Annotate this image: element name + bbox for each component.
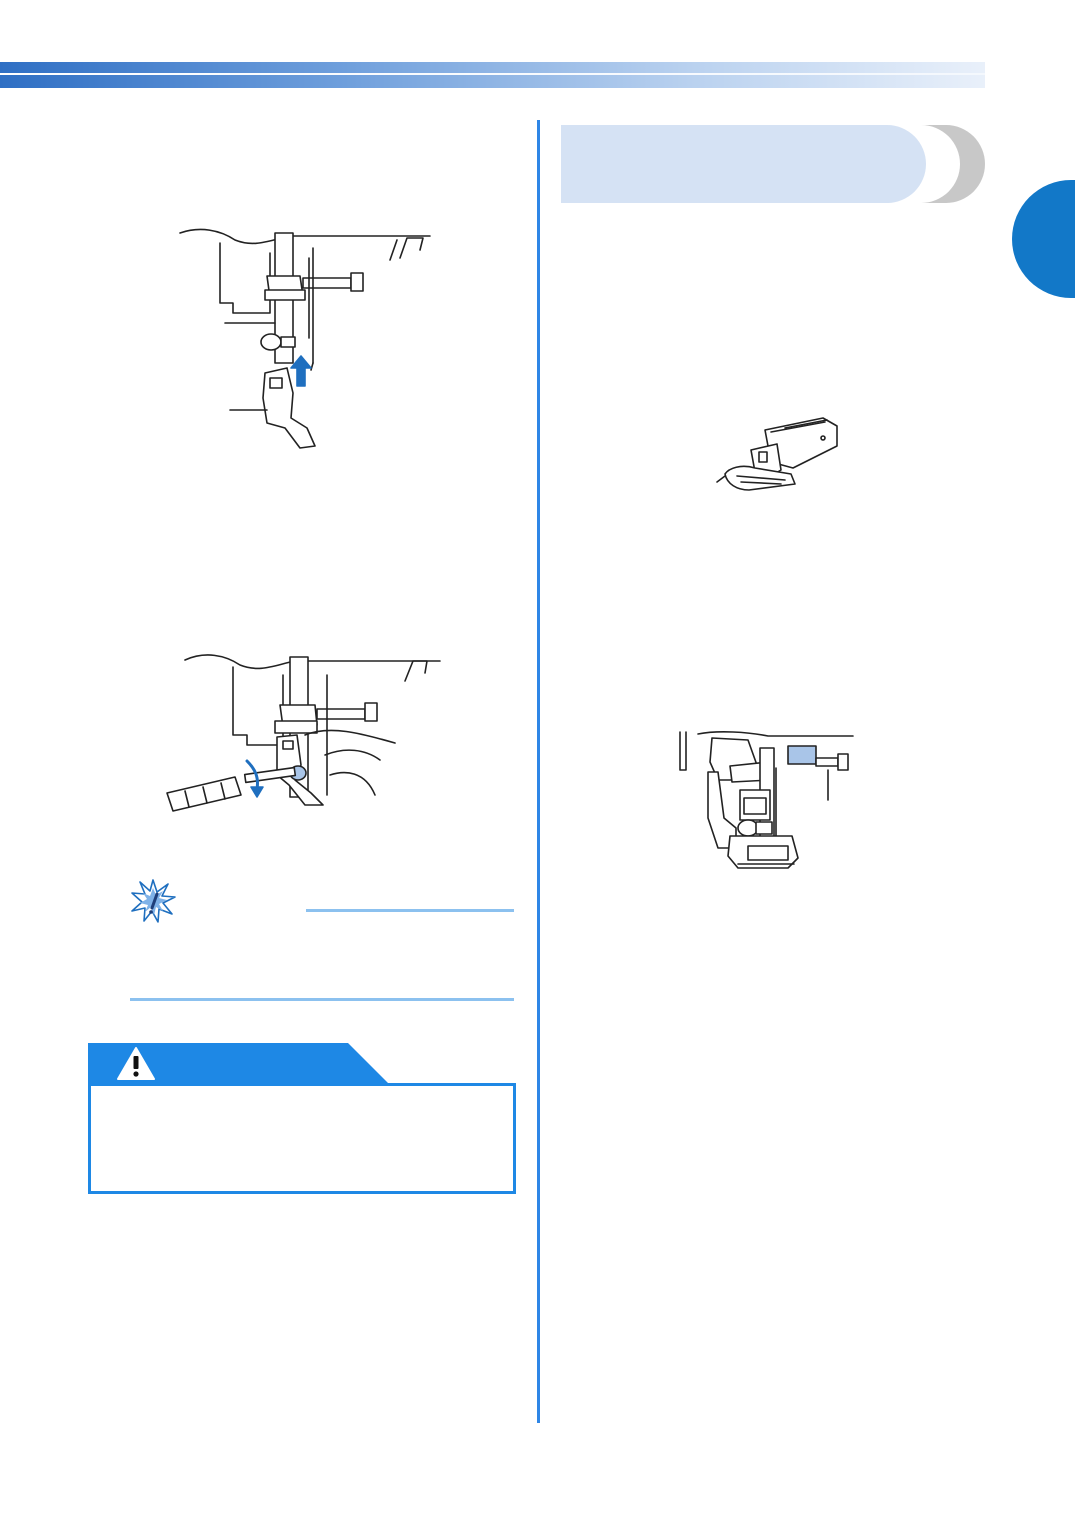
chapter-side-tab [1012, 180, 1075, 298]
walking-foot-attached-illustration [679, 731, 854, 869]
presser-foot-screw-illustration [166, 654, 441, 812]
presser-foot-removal-illustration [179, 228, 431, 449]
column-divider [537, 120, 540, 1423]
walking-foot-illustration [716, 417, 838, 491]
up-arrow-icon [290, 355, 312, 387]
note-rule-top [306, 909, 514, 912]
section-heading-tab [561, 125, 926, 203]
warning-triangle-icon [117, 1047, 155, 1080]
warning-box [88, 1083, 516, 1194]
warning-header-tab [88, 1043, 390, 1085]
rotate-arrow-icon [245, 759, 259, 791]
header-gradient-band [0, 62, 985, 88]
note-rule-bottom [130, 998, 514, 1001]
note-burst-icon [131, 879, 176, 923]
header-highlight-line [0, 73, 985, 75]
